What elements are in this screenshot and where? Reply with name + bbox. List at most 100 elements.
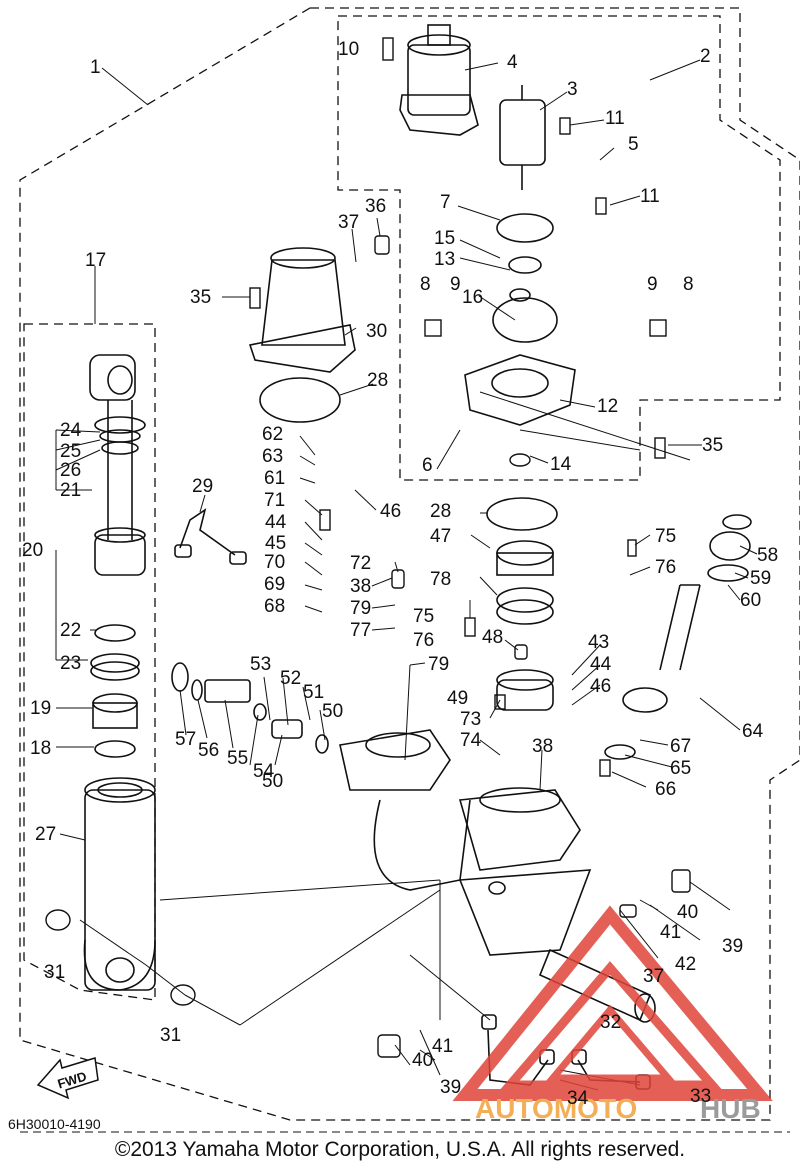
callout-22: 22 — [60, 620, 81, 641]
callout-70: 70 — [264, 552, 285, 573]
manifold-housing — [339, 729, 592, 956]
gear-pump-stack — [486, 497, 558, 711]
callout-23: 23 — [60, 653, 81, 674]
callout-9b: 9 — [647, 274, 658, 295]
callout-57: 57 — [175, 729, 196, 750]
callout-50a: 50 — [322, 701, 343, 722]
callout-59: 59 — [750, 568, 771, 589]
callout-7: 7 — [440, 192, 451, 213]
callout-20: 20 — [22, 540, 43, 561]
callout-35a: 35 — [190, 287, 211, 308]
callout-labels: 1 2 3 4 5 6 7 8 8 9 9 10 11 11 12 13 14 … — [22, 39, 778, 1109]
callout-39b: 39 — [440, 1077, 461, 1098]
callout-41b: 41 — [432, 1036, 453, 1057]
callout-67: 67 — [670, 736, 691, 757]
callout-31a: 31 — [44, 962, 65, 983]
callout-38b: 38 — [532, 736, 553, 757]
callout-18: 18 — [30, 738, 51, 759]
callout-65: 65 — [670, 758, 691, 779]
callout-75b: 75 — [413, 606, 434, 627]
trim-cylinder — [83, 777, 156, 991]
callout-46a: 46 — [380, 501, 401, 522]
callout-9a: 9 — [450, 274, 461, 295]
callout-53: 53 — [250, 654, 271, 675]
callout-52: 52 — [280, 668, 301, 689]
callout-44b: 44 — [590, 654, 612, 675]
callout-30: 30 — [366, 321, 387, 342]
callout-62: 62 — [262, 424, 283, 445]
callout-42: 42 — [675, 954, 696, 975]
callout-40b: 40 — [412, 1050, 433, 1071]
callout-68: 68 — [264, 596, 285, 617]
callout-69: 69 — [264, 574, 285, 595]
callout-76a: 76 — [655, 557, 676, 578]
hydraulic-tube-29 — [174, 508, 247, 565]
callout-78: 78 — [430, 569, 451, 590]
callout-33: 33 — [690, 1086, 711, 1107]
callout-46b: 46 — [590, 676, 611, 697]
callout-5: 5 — [628, 134, 639, 155]
callout-51: 51 — [303, 682, 324, 703]
callout-12: 12 — [597, 396, 618, 417]
copyright-text: ©2013 Yamaha Motor Corporation, U.S.A. A… — [114, 1138, 686, 1161]
callout-38a: 38 — [350, 576, 371, 597]
forward-arrow-icon: FWD — [36, 1057, 99, 1100]
callout-17: 17 — [85, 250, 106, 271]
callout-3: 3 — [567, 79, 578, 100]
assembly-boundaries — [19, 7, 800, 1121]
callout-11b: 11 — [640, 186, 660, 207]
callout-79a: 79 — [350, 598, 371, 619]
callout-72: 72 — [350, 553, 371, 574]
tilt-ram — [604, 514, 752, 760]
callout-26: 26 — [60, 460, 81, 481]
leader-lines — [55, 59, 758, 1091]
callout-40a: 40 — [677, 902, 698, 923]
seal-rings-left — [90, 624, 140, 758]
callout-28a: 28 — [367, 370, 388, 391]
reservoir-cover — [248, 247, 356, 423]
electric-motor — [399, 24, 546, 190]
callout-4: 4 — [507, 52, 518, 73]
callout-71: 71 — [264, 490, 285, 511]
callout-47: 47 — [430, 526, 451, 547]
callout-37a: 37 — [338, 212, 359, 233]
callout-16: 16 — [462, 287, 483, 308]
callout-24: 24 — [60, 420, 82, 441]
watermark-logo: AUTOMOTO HUB — [452, 905, 773, 1124]
callout-43: 43 — [588, 632, 609, 653]
callout-28b: 28 — [430, 501, 451, 522]
callout-76b: 76 — [413, 630, 434, 651]
callout-21: 21 — [60, 480, 81, 501]
manual-release-valve — [171, 662, 329, 754]
callout-63: 63 — [262, 446, 283, 467]
callout-14: 14 — [550, 454, 572, 475]
callout-56: 56 — [198, 740, 219, 761]
callout-48: 48 — [482, 627, 503, 648]
callout-54: 54 — [253, 761, 275, 782]
callout-50b: 50 — [262, 771, 283, 792]
callout-41a: 41 — [660, 922, 681, 943]
callout-77: 77 — [350, 620, 371, 641]
callout-39a: 39 — [722, 936, 743, 957]
callout-8b: 8 — [683, 274, 694, 295]
callout-36: 36 — [365, 196, 386, 217]
piston-rod — [89, 354, 146, 576]
callout-15: 15 — [434, 228, 455, 249]
pump-body — [464, 213, 576, 426]
callout-8a: 8 — [420, 274, 431, 295]
callout-37b: 37 — [643, 966, 664, 987]
callout-49: 49 — [447, 688, 468, 709]
callout-55: 55 — [227, 748, 248, 769]
callout-1: 1 — [90, 57, 101, 78]
callout-58: 58 — [757, 545, 778, 566]
callout-34: 34 — [567, 1088, 589, 1109]
callout-45: 45 — [265, 533, 286, 554]
callout-44a: 44 — [265, 512, 287, 533]
callout-25: 25 — [60, 441, 81, 462]
callout-73: 73 — [460, 709, 481, 730]
callout-29: 29 — [192, 476, 213, 497]
callout-13: 13 — [434, 249, 455, 270]
callout-32: 32 — [600, 1012, 621, 1033]
callout-74: 74 — [460, 730, 482, 751]
callout-75a: 75 — [655, 526, 676, 547]
